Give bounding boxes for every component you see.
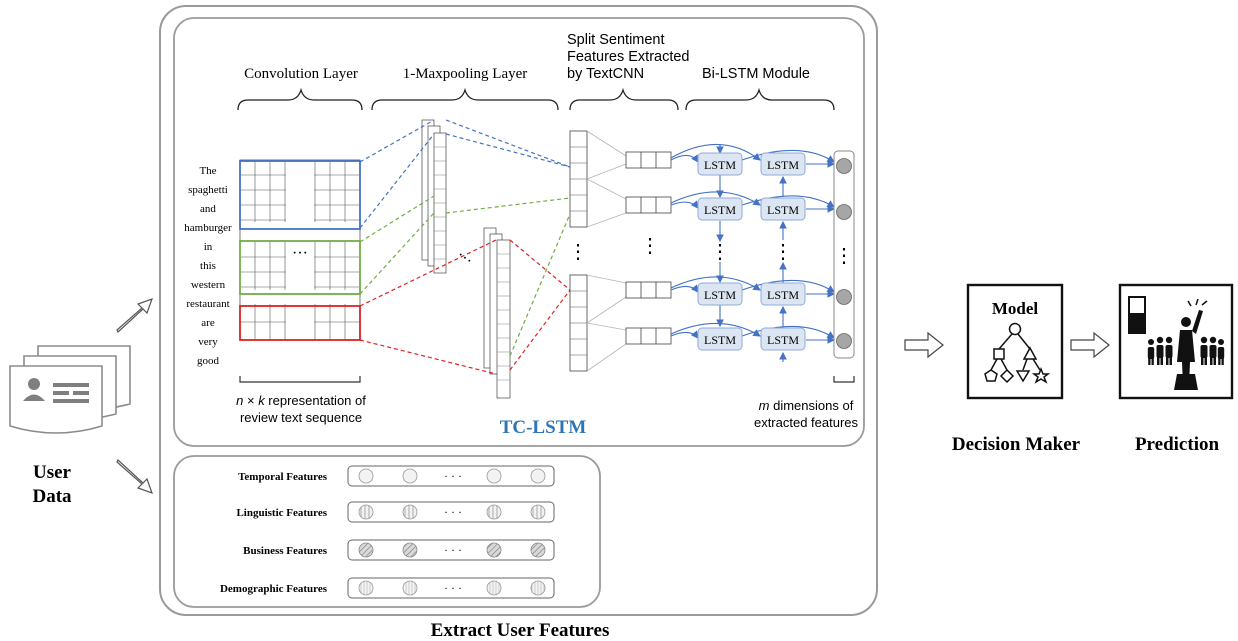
decision-tree-icon bbox=[966, 283, 1064, 400]
lstm-cell: LSTM bbox=[697, 152, 743, 176]
lstm-cell-label: LSTM bbox=[704, 288, 736, 302]
review-word: in bbox=[204, 241, 213, 253]
feature-row-label: Temporal Features bbox=[238, 471, 328, 483]
feature-row-dots: · · · bbox=[444, 543, 462, 557]
review-word: hamburger bbox=[184, 222, 232, 234]
feature-panel bbox=[173, 455, 601, 608]
output-feature-column bbox=[833, 150, 855, 359]
split-to-segment-lines bbox=[586, 130, 627, 372]
split-features-label-line1: Split Sentiment bbox=[567, 32, 665, 48]
layer-braces bbox=[237, 87, 835, 111]
lstm-cell-label: LSTM bbox=[767, 203, 799, 217]
feature-row-label: Demographic Features bbox=[220, 583, 328, 595]
maxpool-layer-label: 1-Maxpooling Layer bbox=[403, 66, 528, 82]
review-word: spaghetti bbox=[188, 184, 228, 196]
arrow-to-tclstm-icon bbox=[116, 298, 153, 333]
matrix-caption-line1: n × k representation of bbox=[236, 393, 366, 408]
tc-lstm-title: TC-LSTM bbox=[500, 417, 587, 438]
lstm-cell: LSTM bbox=[760, 152, 806, 176]
lstm-cell-label: LSTM bbox=[767, 333, 799, 347]
user-data-label-line1: User bbox=[33, 462, 72, 483]
feature-map-stack-1 bbox=[421, 119, 447, 274]
matrix-ellipsis: ··· bbox=[292, 245, 308, 262]
feature-row-dots: · · · bbox=[444, 581, 462, 595]
review-word: and bbox=[200, 203, 216, 215]
lstm-cell: LSTM bbox=[697, 327, 743, 351]
feature-row-label: Linguistic Features bbox=[236, 507, 327, 519]
arrow-to-features-icon bbox=[116, 459, 153, 494]
output-vdots: ⋮ bbox=[834, 245, 854, 267]
lstm-cell: LSTM bbox=[760, 282, 806, 306]
feature-row-linguistic: Linguistic Features · · · bbox=[236, 501, 555, 523]
lstm-cell-label: LSTM bbox=[767, 158, 799, 172]
user-data-label-line2: Data bbox=[32, 486, 72, 507]
review-word: very bbox=[198, 336, 218, 348]
review-word: restaurant bbox=[186, 298, 229, 310]
lstm-cell-label: LSTM bbox=[704, 203, 736, 217]
feature-row-demographic: Demographic Features · · · bbox=[220, 577, 555, 599]
review-word: this bbox=[200, 260, 216, 272]
feature-row-temporal: Temporal Features · · · bbox=[238, 465, 555, 487]
blue-dashed-connectors bbox=[359, 119, 571, 229]
green-dashed-connectors bbox=[359, 195, 571, 357]
lstm-cell-label: LSTM bbox=[704, 158, 736, 172]
lstm-col2-vdots: ⋮ bbox=[773, 241, 793, 263]
lstm-cell: LSTM bbox=[697, 197, 743, 221]
embedding-matrix: ··· bbox=[239, 159, 361, 341]
feature-row-dots: · · · bbox=[444, 469, 462, 483]
arrow-to-decision-maker-icon bbox=[904, 331, 944, 359]
matrix-caption-line2: review text sequence bbox=[240, 410, 362, 425]
red-dashed-connectors bbox=[359, 239, 571, 375]
leader-crowd-icon bbox=[1118, 283, 1234, 400]
extract-features-title: Extract User Features bbox=[431, 620, 610, 641]
bottom-brackets bbox=[239, 376, 855, 383]
lstm-cell: LSTM bbox=[697, 282, 743, 306]
review-word: good bbox=[197, 355, 220, 367]
split-features-label-line3: by TextCNN bbox=[567, 66, 644, 82]
feature-row-dots: · · · bbox=[444, 505, 462, 519]
feature-row-label: Business Features bbox=[243, 545, 328, 557]
lstm-cell: LSTM bbox=[760, 327, 806, 351]
prediction-caption: Prediction bbox=[1135, 434, 1220, 455]
split-features-label-line2: Features Extracted bbox=[567, 49, 690, 65]
feature-row-business: Business Features · · · bbox=[243, 539, 555, 561]
decision-maker-caption: Decision Maker bbox=[952, 434, 1081, 455]
lstm-cell: LSTM bbox=[760, 197, 806, 221]
split-vector-vdots: ⋮ bbox=[568, 241, 588, 263]
output-caption-line1: m dimensions of bbox=[759, 398, 854, 413]
arrow-to-prediction-icon bbox=[1070, 331, 1110, 359]
review-word: western bbox=[191, 279, 226, 291]
lstm-cell-label: LSTM bbox=[704, 333, 736, 347]
review-word: The bbox=[199, 165, 216, 177]
bilstm-arrows bbox=[670, 143, 836, 362]
convolution-layer-label: Convolution Layer bbox=[244, 66, 358, 82]
bilstm-module-label: Bi-LSTM Module bbox=[702, 66, 810, 82]
segment-vdots: ⋮ bbox=[640, 235, 660, 257]
user-data-cards-icon bbox=[9, 345, 131, 434]
review-word: are bbox=[201, 317, 215, 329]
lstm-cell-label: LSTM bbox=[767, 288, 799, 302]
lstm-col1-vdots: ⋮ bbox=[710, 241, 730, 263]
feature-map-stack-2 bbox=[483, 227, 511, 399]
output-caption-line2: extracted features bbox=[754, 415, 859, 430]
model-label: Model bbox=[992, 299, 1039, 318]
review-text-words: The spaghetti and hamburger in this west… bbox=[184, 165, 232, 367]
